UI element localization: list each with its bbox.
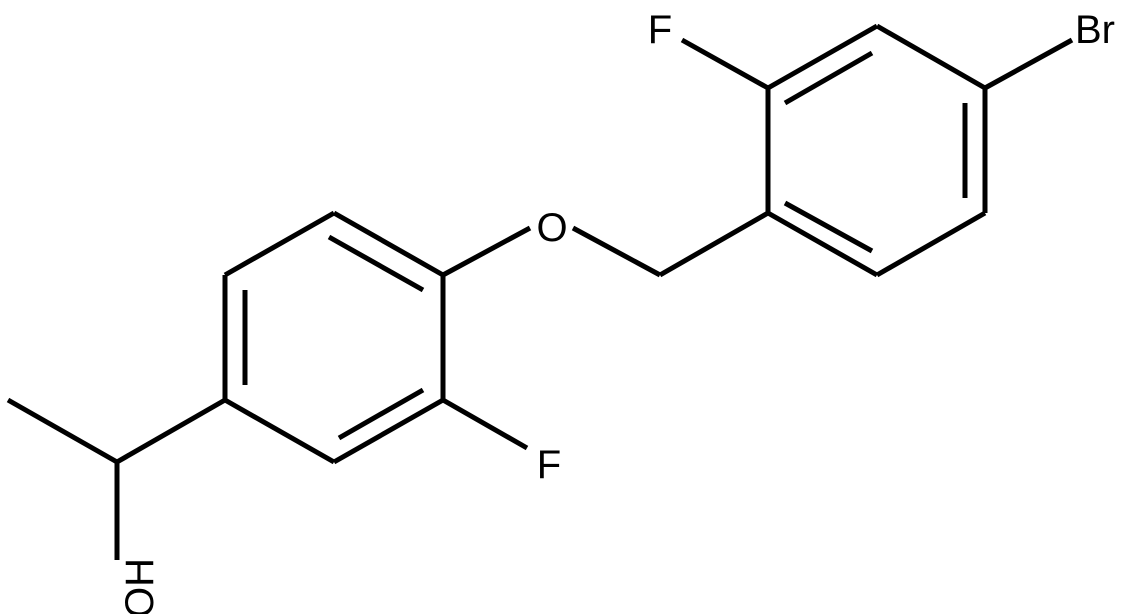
bond [766, 23, 879, 91]
fluorine-bottom-label: F [537, 443, 561, 487]
bond [223, 210, 336, 278]
bond-to-fluorine-bottom [441, 397, 529, 451]
bond [875, 23, 987, 91]
bond [332, 397, 445, 465]
bond [875, 210, 987, 278]
bond-to-bromine [983, 37, 1074, 91]
bromofluorophenyl-ring [765, 23, 988, 278]
bond-to-fluorine-top [680, 37, 770, 91]
fluorine-top-label: F [648, 8, 672, 52]
bond-ch2-to-oxygen [571, 225, 662, 278]
double-bond-inner [337, 387, 425, 441]
double-bond-inner [783, 50, 874, 106]
fluorophenyl-ring [222, 210, 446, 465]
bond-oxygen-to-ring [441, 225, 532, 278]
double-bond-inner [783, 200, 874, 254]
bond-carbinol-to-methyl [6, 397, 119, 465]
bond-ring-to-ch2 [658, 210, 770, 278]
bromine-label: Br [1075, 8, 1115, 52]
hydroxyl-label: OH [118, 558, 162, 614]
bond [332, 210, 445, 278]
double-bond-inner [327, 234, 425, 293]
bond [223, 397, 336, 465]
bond [766, 210, 879, 278]
oxygen-ether-label: O [536, 206, 567, 250]
bond-ring-to-carbinol [115, 397, 227, 465]
